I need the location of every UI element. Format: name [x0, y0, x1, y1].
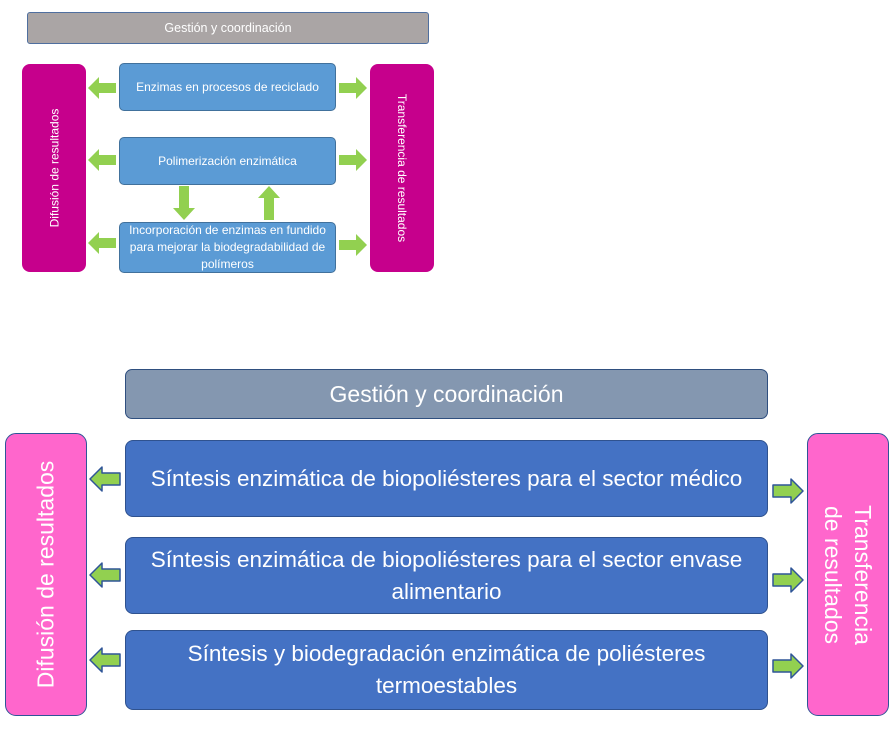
top-arrow-right-3: [339, 234, 367, 256]
bottom-arrow-right-2: [772, 567, 804, 593]
bottom-transfer-bar: Transferencia de resultados: [807, 433, 889, 716]
bottom-arrow-left-1: [89, 466, 121, 492]
top-box-polymerization-label: Polimerización enzimática: [158, 153, 297, 168]
bottom-transfer-label: Transferencia de resultados: [820, 504, 877, 645]
bottom-box-thermosets-label: Síntesis y biodegradación enzimática de …: [187, 641, 706, 698]
top-transfer-bar: Transferencia de resultados: [370, 64, 434, 272]
bottom-box-thermosets: Síntesis y biodegradación enzimática de …: [125, 630, 768, 710]
top-box-polymerization: Polimerización enzimática: [119, 137, 336, 185]
bottom-arrow-left-3: [89, 647, 121, 673]
top-arrow-right-1: [339, 77, 367, 99]
bottom-header-label: Gestión y coordinación: [329, 380, 564, 407]
bottom-arrow-left-2: [89, 562, 121, 588]
bottom-box-medical-label: Síntesis enzimática de biopoliésteres pa…: [150, 465, 743, 491]
top-box-recycling-label: Enzimas en procesos de reciclado: [136, 79, 319, 94]
bottom-box-food-packaging-label: Síntesis enzimática de biopoliésteres pa…: [150, 546, 743, 604]
top-transfer-label: Transferencia de resultados: [395, 93, 409, 243]
top-arrow-left-2: [88, 149, 116, 171]
bottom-dissemination-bar: Difusión de resultados: [5, 433, 87, 716]
bottom-box-food-packaging: Síntesis enzimática de biopoliésteres pa…: [125, 537, 768, 614]
bottom-box-medical: Síntesis enzimática de biopoliésteres pa…: [125, 440, 768, 517]
top-arrow-left-3: [88, 232, 116, 254]
top-box-melt-enzymes-label: Incorporación de enzimas en fundido para…: [129, 223, 326, 271]
top-arrow-right-2: [339, 149, 367, 171]
top-box-recycling: Enzimas en procesos de reciclado: [119, 63, 336, 111]
top-dissemination-label: Difusión de resultados: [47, 108, 62, 228]
top-arrow-up: [258, 186, 280, 220]
top-arrow-down: [173, 186, 195, 220]
top-header-label: Gestión y coordinación: [164, 21, 292, 35]
top-arrow-left-1: [88, 77, 116, 99]
bottom-header-management: Gestión y coordinación: [125, 369, 768, 419]
bottom-arrow-right-1: [772, 478, 804, 504]
top-box-melt-enzymes: Incorporación de enzimas en fundido para…: [119, 222, 336, 273]
bottom-arrow-right-3: [772, 653, 804, 679]
top-header-management: Gestión y coordinación: [27, 12, 429, 44]
bottom-dissemination-label: Difusión de resultados: [32, 460, 59, 689]
top-dissemination-bar: Difusión de resultados: [22, 64, 86, 272]
